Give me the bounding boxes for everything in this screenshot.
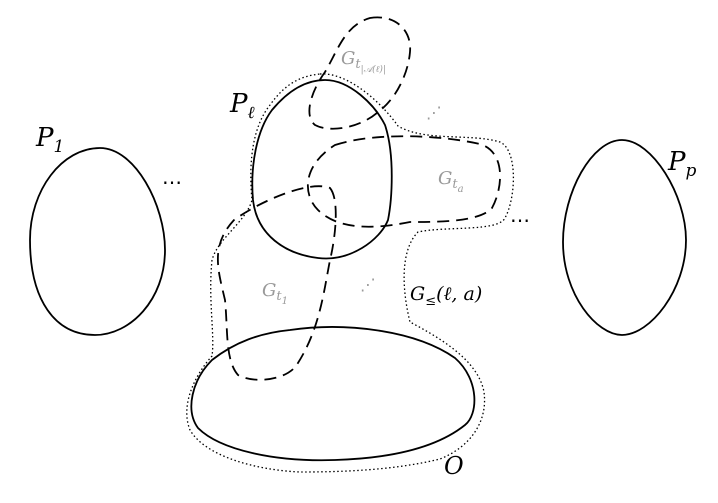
- region-pl: [251, 79, 393, 260]
- region-o: [190, 326, 476, 462]
- label-g-a: Gta: [438, 168, 464, 195]
- label-pp: Pp: [667, 147, 697, 181]
- region-g-a: [306, 135, 501, 228]
- region-g-le: [186, 73, 515, 473]
- label-p1: P1: [35, 123, 64, 157]
- region-g-1: [216, 185, 337, 381]
- region-pp: [562, 139, 687, 336]
- region-p1: [29, 147, 166, 336]
- label-g-le: G≤(ℓ, a): [410, 283, 482, 309]
- ellipsis-left: …: [162, 165, 182, 189]
- label-g-top: Gt|𝒜(ℓ)|: [341, 48, 386, 75]
- ellipsis-mid-gray: ⋰: [360, 275, 376, 294]
- label-o: O: [444, 452, 464, 480]
- ellipsis-top-gray: ⋰: [426, 103, 442, 122]
- label-g-1: Gt1: [262, 280, 288, 307]
- label-pl: Pℓ: [229, 89, 255, 123]
- ellipsis-right: …: [510, 203, 530, 227]
